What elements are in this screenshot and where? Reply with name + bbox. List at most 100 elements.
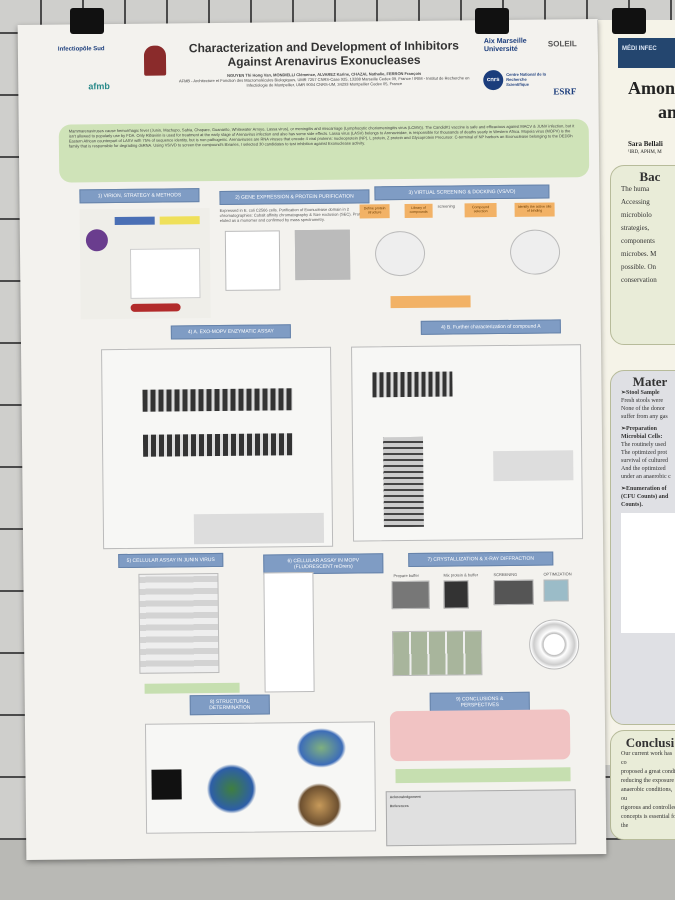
section-compound-a: 4) B. Further characterization of compou…	[420, 319, 561, 335]
diffraction-pattern	[528, 619, 580, 670]
neighbor-conclusion-box: Conclusi Our current work has co propose…	[610, 730, 675, 840]
junin-ic50-table	[138, 572, 220, 674]
section-virtual-screening: 3) VIRTUAL SCREENING & DOCKING (VS/VD)	[374, 184, 550, 201]
afmb-logo: afmb	[88, 81, 110, 92]
strategy-diagram	[79, 208, 211, 320]
infectiopole-logo: Infectiopôle Sud	[57, 46, 105, 53]
text-line: Fresh stools were	[621, 398, 663, 404]
text-line: conservation	[621, 276, 657, 284]
neighbor-background-box: Bac The huma Accessing microbiolo strate…	[610, 165, 675, 345]
neighbor-background-heading: Bac	[639, 169, 661, 184]
binder-clip	[70, 8, 104, 34]
text-line: microbes. M	[621, 250, 657, 258]
section-virion: 1) VIRION, STRATEGY & METHODS	[79, 188, 200, 204]
section-crystallization: 7) CRYSTALLIZATION & X-RAY DIFFRACTION	[408, 551, 554, 567]
abstract-box: Mammarenaviruses cause hemorrhagic fever…	[58, 119, 590, 183]
density-map	[151, 769, 182, 800]
neighbor-title-1: Amon	[628, 78, 675, 98]
neighbor-title-2: an	[658, 102, 675, 122]
text-line: suffer from any gas	[621, 414, 668, 420]
ribbon-structure	[296, 727, 347, 769]
flowchart	[129, 248, 201, 299]
acknowledgement-heading: Acknowledgement	[389, 794, 421, 800]
section-header: 1) VIRION, STRATEGY & METHODS	[79, 188, 200, 204]
acknowledgement-references: Acknowledgement References	[385, 789, 577, 847]
structure-figures	[144, 721, 377, 834]
vs-result-box	[390, 295, 471, 309]
text-line: And the optimized	[621, 466, 666, 472]
text-line: ➢Enumeration of	[621, 486, 667, 492]
neighbor-author: Sara Bellali	[628, 140, 663, 148]
section-enzymatic-assay: 4) A. EXO-MOPV ENZYMATIC ASSAY	[170, 324, 291, 340]
gel-image	[372, 371, 453, 398]
text-line: Counts).	[621, 502, 643, 508]
crystal-step-2: Mix protein & buffer	[443, 572, 479, 578]
text-line: strategies,	[621, 224, 650, 232]
section-mopv-assay: 6) CELLULAR ASSAY IN MOPV (FLUORESCENT r…	[263, 553, 384, 575]
ribbon-structure	[296, 782, 343, 829]
text-line: components	[621, 237, 655, 245]
sequencing-gel	[382, 436, 424, 528]
author-photo	[143, 45, 167, 76]
neighbor-materials-heading: Mater	[632, 374, 668, 389]
text-line: Microbial Cells:	[621, 434, 663, 440]
text-line: anaerobic conditions, ou	[621, 787, 673, 802]
text-line: proposed a great conditi	[621, 769, 675, 775]
crystal-step-1: Prepare buffer	[393, 572, 419, 579]
inhibition-table	[193, 512, 325, 545]
section-structural: 8) STRUCTURAL DETERMINATION	[189, 694, 270, 716]
neighbor-figure	[621, 513, 675, 633]
virion-icon	[85, 229, 109, 252]
neighbor-poster: MÉDI INFEC Amon an Sara Bellali ¹IRD, AP…	[597, 20, 675, 840]
screening-photo	[493, 579, 534, 606]
docking-complex-image	[509, 229, 561, 275]
binder-clip	[475, 8, 509, 34]
cnrs-logo: cnrs	[483, 69, 504, 91]
robot-photo	[443, 580, 469, 609]
section-header: 3) VIRTUAL SCREENING & DOCKING (VS/VD)	[374, 184, 550, 201]
gene-bar	[114, 216, 155, 226]
compound-a-figures	[351, 344, 584, 542]
vs-step-library: Library of compounds	[404, 203, 433, 219]
text-line: survival of cultured	[621, 458, 668, 464]
neighbor-affiliation: ¹IRD, APHM, M	[628, 150, 662, 155]
ribbon-structure	[206, 763, 257, 815]
text-line: under an anaerobic c	[621, 474, 671, 480]
vs-step-binding-site: Identify the active site of binding	[514, 202, 555, 217]
expression-text: Expressed in E. coli C2566 cells. Purifi…	[219, 206, 370, 223]
binder-clip	[612, 8, 646, 34]
text-line: The routinely used	[621, 442, 666, 448]
section-header: 7) CRYSTALLIZATION & X-RAY DIFFRACTION	[408, 551, 554, 567]
section-header: 2) GENE EXPRESSION & PROTEIN PURIFICATIO…	[219, 189, 370, 205]
method-pill	[130, 303, 181, 312]
specificity-table	[493, 450, 574, 482]
gel-image	[142, 433, 294, 457]
section-header: 4) B. Further characterization of compou…	[420, 319, 561, 335]
section-header: 4) A. EXO-MOPV ENZYMATIC ASSAY	[170, 324, 291, 340]
section-header: 6) CELLULAR ASSAY IN MOPV (FLUORESCENT r…	[263, 553, 384, 575]
cnrs-text: Centre National de la Recherche Scientif…	[506, 71, 547, 87]
neighbor-materials-box: Mater ➢Stool Sample Fresh stools were No…	[610, 370, 675, 725]
references-heading: References	[389, 803, 409, 808]
section-junin-assay: 5) CELLULAR ASSAY IN JUNIN VIRUS	[118, 552, 224, 569]
text-line: Accessing	[621, 198, 650, 206]
esrf-logo: ESRF	[553, 86, 577, 97]
perspectives-box	[395, 767, 571, 784]
text-line: rigorous and controlled	[621, 805, 675, 811]
gel-image	[142, 388, 293, 412]
text-line: The huma	[621, 185, 650, 193]
text-line: ➢Stool Sample	[621, 390, 660, 396]
text-line: possible. On	[621, 263, 656, 271]
exonuclease-bar	[159, 216, 200, 225]
protein-surface-image	[374, 230, 426, 277]
junin-conclusion	[144, 682, 240, 694]
buffer-photo	[391, 580, 430, 610]
vs-step-screening: screening	[437, 203, 455, 209]
text-line: ➢Preparation	[621, 426, 657, 432]
section-header: 5) CELLULAR ASSAY IN JUNIN VIRUS	[118, 552, 224, 569]
crystal-step-4: OPTIMIZATION	[543, 571, 572, 577]
vs-step-define: Define protein structure	[359, 204, 390, 219]
text-line: microbiolo	[621, 211, 652, 219]
conclusions-box	[389, 709, 571, 762]
text-line: (CFU Counts) and	[621, 494, 669, 500]
